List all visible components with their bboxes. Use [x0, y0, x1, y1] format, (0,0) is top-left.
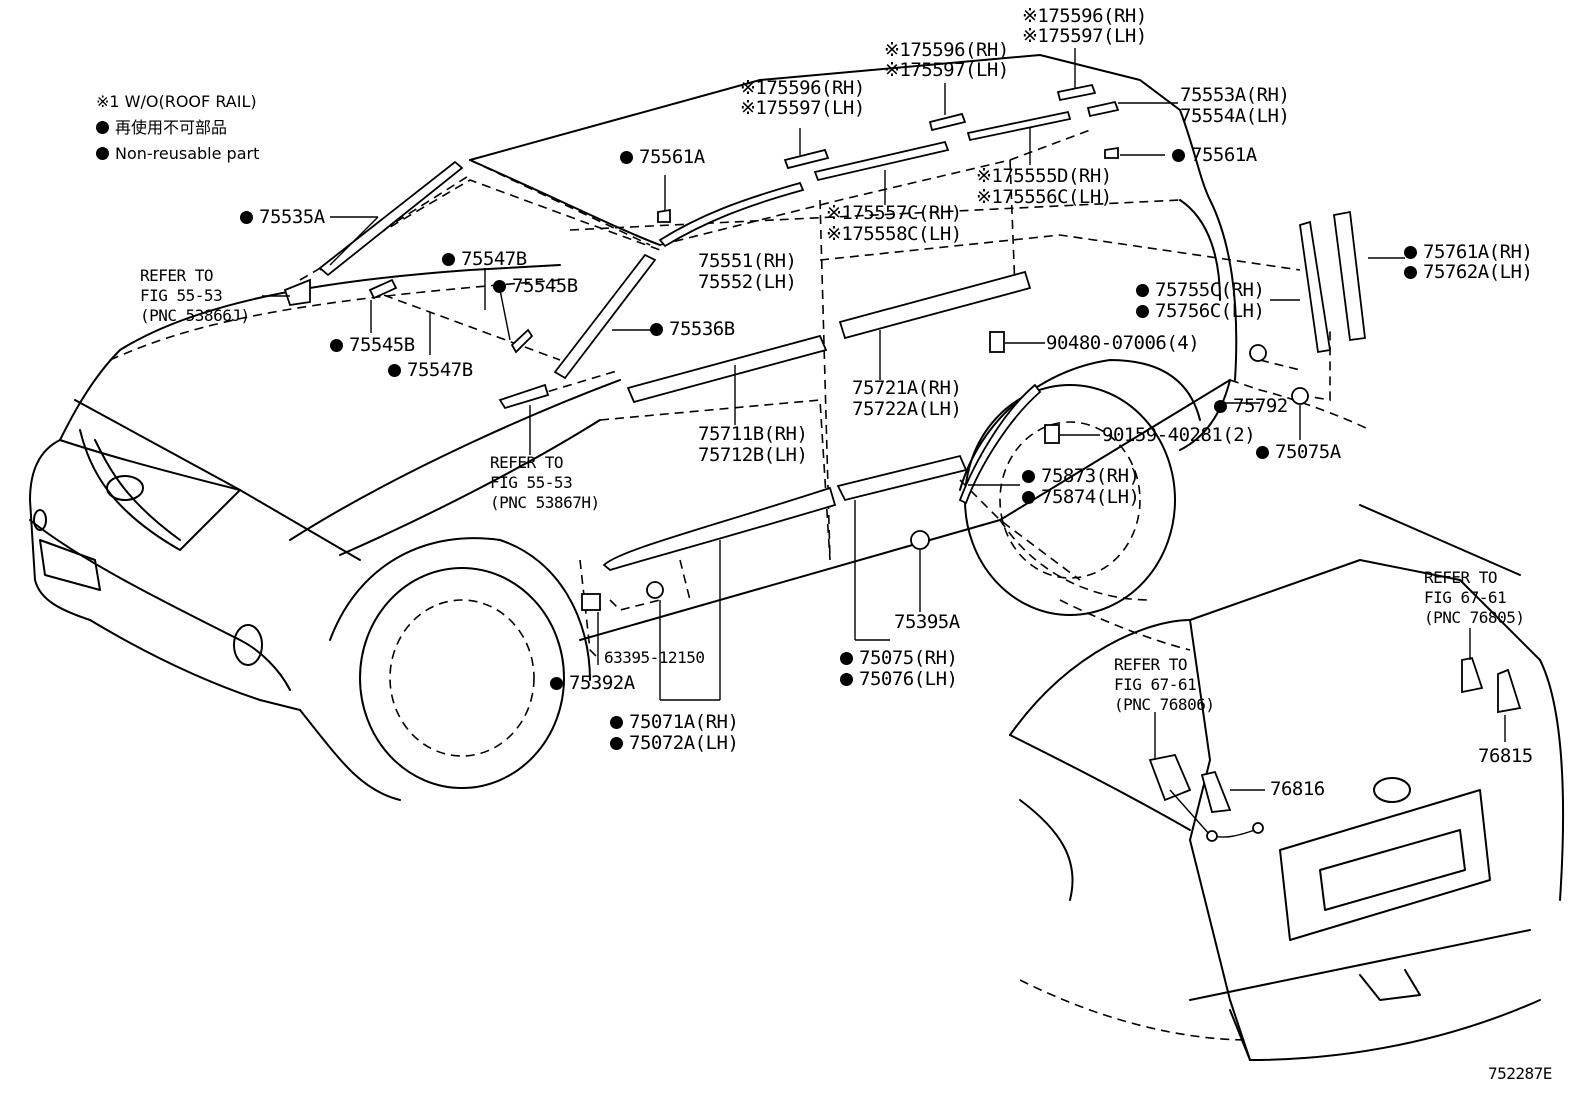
refer-55-53-a: REFER TO	[140, 266, 214, 285]
label-75712b: 75712B(LH)	[698, 444, 808, 466]
label-75558c: ※175558C(LH)	[826, 223, 962, 245]
rear-view-inset	[1009, 504, 1565, 1061]
legend-non-reusable-jp: 再使用不可部品	[96, 115, 227, 141]
label-75761a: 75761A(RH)	[1404, 242, 1533, 262]
label-75076: 75076(LH)	[840, 669, 958, 689]
refer-55-53-b: FIG 55-53	[140, 286, 223, 305]
label-75597-lh-left: ※175597(LH)	[740, 97, 865, 119]
label-90159: 90159-40281(2)	[1102, 424, 1256, 446]
label-75596-rh-mid: ※175596(RH)	[884, 39, 1009, 61]
label-75395a: 75395A	[894, 611, 960, 633]
label-75553a: 75553A(RH)	[1180, 84, 1290, 106]
legend-roof-rail-note: ※1 W/O(ROOF RAIL)	[96, 92, 257, 111]
label-75556c: ※175556C(LH)	[976, 186, 1112, 208]
label-75873: 75873(RH)	[1022, 466, 1140, 486]
label-63395-12150: 63395-12150	[604, 648, 705, 667]
phantom-lines	[109, 129, 1371, 661]
label-75561a-right: 75561A	[1172, 145, 1257, 165]
label-75792: 75792	[1214, 396, 1288, 416]
label-75547b-top: 75547B	[442, 249, 527, 269]
label-75561a-left: 75561A	[620, 147, 705, 167]
label-75711b: 75711B(RH)	[698, 423, 808, 445]
label-75554a: 75554A(LH)	[1180, 105, 1290, 127]
label-75072a: 75072A(LH)	[610, 733, 739, 753]
label-75551: 75551(RH)	[698, 250, 797, 272]
label-75597-lh-top: ※175597(LH)	[1022, 25, 1147, 47]
label-75755c: 75755C(RH)	[1136, 280, 1265, 300]
label-75075a: 75075A	[1256, 442, 1341, 462]
refer-55-53-c: (PNC 53866J)	[140, 306, 250, 325]
label-75547b-low: 75547B	[388, 360, 473, 380]
refer-76805-a: REFER TO	[1424, 568, 1498, 587]
refer-76806-a: REFER TO	[1114, 655, 1188, 674]
label-75545b-top: 75545B	[493, 276, 578, 296]
refer-53867h-a: REFER TO	[490, 453, 564, 472]
molding-parts	[283, 83, 1366, 611]
refer-76806-b: FIG 67-61	[1114, 675, 1197, 694]
label-75756c: 75756C(LH)	[1136, 301, 1265, 321]
legend-non-reusable-en: Non-reusable part	[96, 141, 259, 167]
label-75762a: 75762A(LH)	[1404, 262, 1533, 282]
label-76816: 76816	[1270, 778, 1325, 800]
refer-76805-b: FIG 67-61	[1424, 588, 1507, 607]
label-90480: 90480-07006(4)	[1046, 332, 1200, 354]
label-76815: 76815	[1478, 745, 1533, 767]
refer-76806-c: (PNC 76806)	[1114, 695, 1215, 714]
label-75557c: ※175557C(RH)	[826, 202, 962, 224]
label-75071a: 75071A(RH)	[610, 712, 739, 732]
label-75874: 75874(LH)	[1022, 487, 1140, 507]
label-75555d: ※175555D(RH)	[976, 165, 1112, 187]
label-75721a: 75721A(RH)	[852, 377, 962, 399]
refer-53867h-c: (PNC 53867H)	[490, 493, 600, 512]
label-75597-lh-mid: ※175597(LH)	[884, 59, 1009, 81]
label-75552: 75552(LH)	[698, 271, 797, 293]
label-75392a: 75392A	[550, 673, 635, 693]
label-75536b: 75536B	[650, 319, 735, 339]
leader-lines	[262, 48, 1506, 791]
label-75545b-low: 75545B	[330, 335, 415, 355]
label-75722a: 75722A(LH)	[852, 398, 962, 420]
label-75596-rh-top: ※175596(RH)	[1022, 5, 1147, 27]
label-75596-rh-left: ※175596(RH)	[740, 77, 865, 99]
refer-53867h-b: FIG 55-53	[490, 473, 573, 492]
figure-id: 752287E	[1488, 1064, 1552, 1083]
label-75535a: 75535A	[240, 207, 325, 227]
refer-76805-c: (PNC 76805)	[1424, 608, 1525, 627]
label-75075: 75075(RH)	[840, 648, 958, 668]
